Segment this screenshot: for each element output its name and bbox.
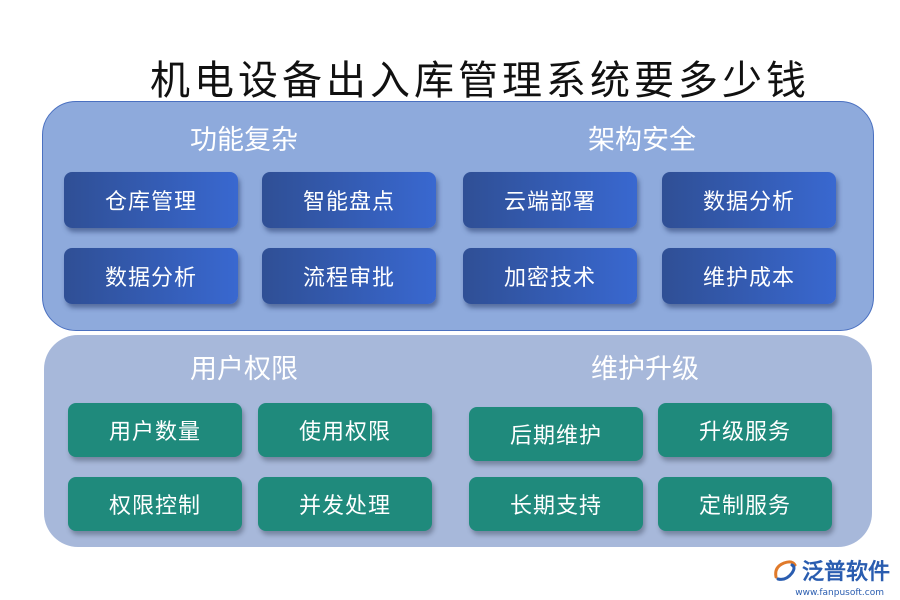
item-maintenance-cost: 维护成本 [662,248,836,304]
group-title-maintenance-upgrade: 维护升级 [591,354,699,385]
item-process-approval: 流程审批 [262,248,436,304]
item-user-count: 用户数量 [68,403,242,457]
group-title-user-permission: 用户权限 [190,354,298,385]
item-permission-control: 权限控制 [68,477,242,531]
item-upgrade-service: 升级服务 [658,403,832,457]
logo-name: 泛普软件 [801,560,890,585]
item-custom-service: 定制服务 [658,477,832,531]
logo-url: www.fanpusoft.com [795,588,884,598]
diagram-title: 机电设备出入库管理系统要多少钱 [150,58,810,104]
group-title-function: 功能复杂 [190,125,298,156]
item-later-maintenance: 后期维护 [469,407,643,461]
fanpu-logo-icon [774,560,797,581]
item-warehouse-management: 仓库管理 [64,172,238,228]
item-data-analysis-1: 数据分析 [64,248,238,304]
item-encryption: 加密技术 [463,248,637,304]
item-concurrency: 并发处理 [258,477,432,531]
brand-logo: 泛普软件 [772,554,890,586]
item-usage-permission: 使用权限 [258,403,432,457]
item-data-analysis-2: 数据分析 [662,172,836,228]
item-smart-inventory: 智能盘点 [262,172,436,228]
item-cloud-deploy: 云端部署 [463,172,637,228]
group-title-architecture: 架构安全 [588,125,696,156]
item-long-term-support: 长期支持 [469,477,643,531]
